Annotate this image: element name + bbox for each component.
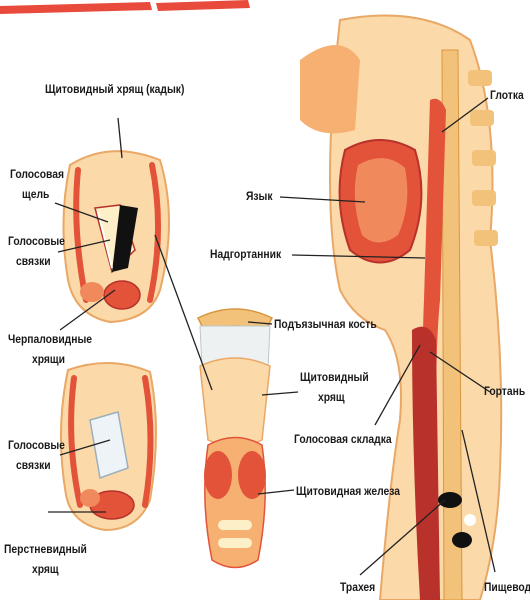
label-vocal-cords-bottom-line1: Голосовые bbox=[8, 438, 65, 452]
label-glottis-line2: щель bbox=[22, 187, 49, 201]
leader-adams-apple-to-middle bbox=[155, 235, 212, 390]
larynx-front-view bbox=[198, 309, 272, 568]
label-vocal-cords-top-line1: Голосовые bbox=[8, 234, 65, 248]
label-esophagus: Пищевод bbox=[484, 580, 530, 594]
label-hyoid-bone: Подъязычная кость bbox=[274, 317, 377, 331]
label-thyroid-cartilage-line2: хрящ bbox=[318, 390, 345, 404]
label-cricoid-line2: хрящ bbox=[32, 562, 59, 576]
label-trachea: Трахея bbox=[340, 580, 375, 594]
head-sagittal-section bbox=[300, 16, 501, 600]
label-thyroid-cartilage-line1: Щитовидный bbox=[300, 370, 369, 384]
label-arytenoid-line2: хрящи bbox=[32, 352, 65, 366]
label-epiglottis: Надгортанник bbox=[210, 247, 281, 261]
header-bar-left bbox=[0, 2, 152, 14]
label-pharynx: Глотка bbox=[490, 88, 524, 102]
label-thyroid-gland: Щитовидная железа bbox=[296, 484, 400, 498]
label-vocal-cords-bottom-line2: связки bbox=[16, 458, 51, 472]
header-bar-right bbox=[156, 0, 250, 11]
label-larynx: Гортань bbox=[484, 384, 525, 398]
label-vocal-cords-top-line2: связки bbox=[16, 254, 51, 268]
label-arytenoid-line1: Черпаловидные bbox=[8, 332, 92, 346]
label-thyroid-cartilage-adams-apple: Щитовидный хрящ (кадык) bbox=[45, 82, 184, 96]
label-cricoid-line1: Перстневидный bbox=[4, 542, 87, 556]
label-tongue: Язык bbox=[246, 189, 273, 203]
larynx-top-view bbox=[63, 151, 169, 322]
larynx-bottom-view bbox=[61, 363, 156, 530]
label-glottis-line1: Голосовая bbox=[10, 167, 64, 181]
label-vocal-fold: Голосовая складка bbox=[294, 432, 392, 446]
